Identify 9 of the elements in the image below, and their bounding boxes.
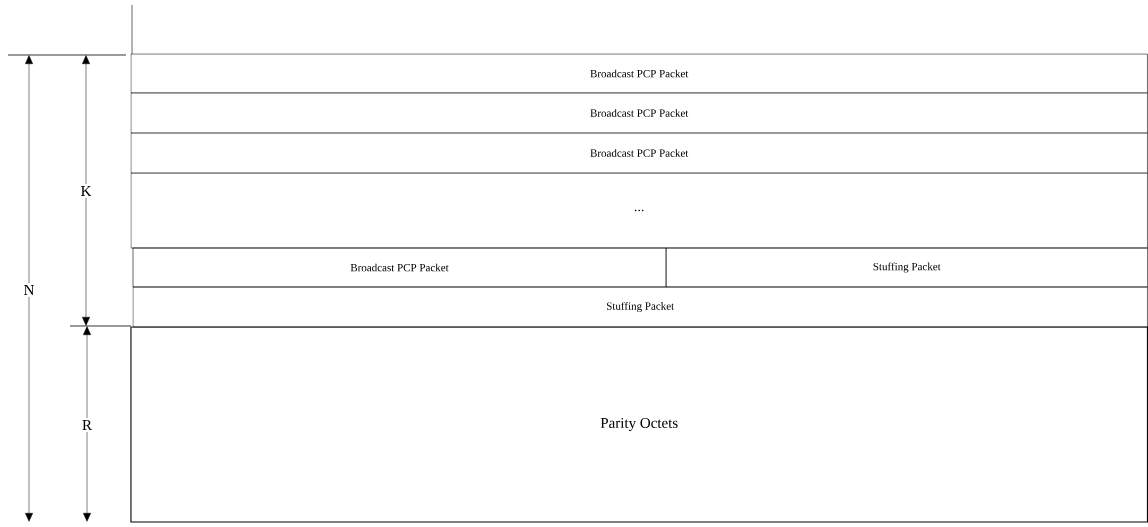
packet-row: Broadcast PCP Packet <box>130 92 1148 134</box>
packet-row: Broadcast PCP Packet <box>130 53 1148 94</box>
packet-row: Stuffing Packet <box>132 286 1148 328</box>
packet-row: Stuffing Packet <box>665 247 1148 288</box>
ellipsis-row: ... <box>130 172 1148 249</box>
packet-row: Broadcast PCP Packet <box>132 247 667 288</box>
parity-block: Parity Octets <box>130 326 1148 523</box>
dimension-label: R <box>80 418 94 432</box>
packet-row: Broadcast PCP Packet <box>130 132 1148 174</box>
